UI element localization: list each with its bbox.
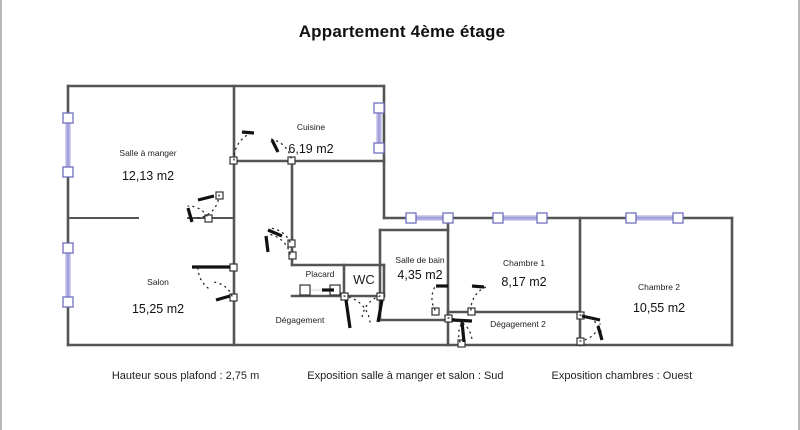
svg-text:Salon: Salon [147,277,169,287]
footer-note-ceiling-height: Hauteur sous plafond : 2,75 m [111,370,260,382]
door-salon-upper [192,263,238,289]
svg-text:Salle à manger: Salle à manger [119,148,176,158]
room-label-salon: Salon 15,25 m2 [132,277,184,316]
svg-text:WC: WC [353,272,375,287]
svg-text:Chambre 1: Chambre 1 [503,258,545,268]
room-label-placard: Placard [306,269,335,279]
page-title: Appartement 4ème étage [298,22,506,41]
room-label-chambre-2: Chambre 2 10,55 m2 [633,282,685,315]
svg-text:4,35 m2: 4,35 m2 [397,268,442,282]
room-label-salle-a-manger: Salle à manger 12,13 m2 [119,148,176,183]
room-label-wc: WC [353,272,375,287]
svg-text:Dégagement 2: Dégagement 2 [490,319,546,329]
plan-footer-notes: Hauteur sous plafond : 2,75 m Exposition… [2,370,800,382]
room-label-degagement-2: Dégagement 2 [490,319,546,329]
window-chambre-2 [625,212,684,224]
door-salle-de-bain-degagement [431,284,448,316]
room-label-salle-de-bain: Salle de bain 4,35 m2 [395,255,444,282]
window-salle-de-bain [405,212,454,224]
door-salon-lower [211,281,238,302]
door-degagement-2-left [444,314,473,341]
door-cuisine [229,130,255,165]
room-label-cuisine: Cuisine 6,19 m2 [288,122,333,156]
window-cuisine [373,102,385,154]
svg-text:6,19 m2: 6,19 m2 [288,142,333,156]
window-salle-a-manger [62,112,74,178]
door-placard [299,284,341,296]
door-cuisine-degagement [270,138,296,165]
door-degagement-2-bottom [457,319,466,348]
svg-text:15,25 m2: 15,25 m2 [132,302,184,316]
svg-text:10,55 m2: 10,55 m2 [633,301,685,315]
door-degagement-salon [264,233,297,260]
door-wc [340,292,371,329]
svg-text:Dégagement: Dégagement [276,315,325,325]
door-salle-de-bain [361,292,385,323]
door-chambre-2-upper [576,311,603,337]
svg-text:12,13 m2: 12,13 m2 [122,169,174,183]
svg-text:Cuisine: Cuisine [297,122,326,132]
room-label-chambre-1: Chambre 1 8,17 m2 [501,258,546,289]
footer-note-exposure-living: Exposition salle à manger et salon : Sud [307,370,504,382]
window-chambre-1 [492,212,548,224]
window-salon [62,242,74,308]
footer-note-exposure-bedrooms: Exposition chambres : Ouest [551,370,693,382]
svg-text:8,17 m2: 8,17 m2 [501,275,546,289]
svg-text:Chambre 2: Chambre 2 [638,282,680,292]
door-degagement-cuisine [267,227,296,248]
room-label-degagement: Dégagement [276,315,325,325]
door-salle-a-manger [197,191,224,219]
door-chambre-1 [467,284,487,316]
svg-text:Placard: Placard [306,269,335,279]
door-salle-a-manger-degagement [186,205,213,223]
svg-text:Salle de bain: Salle de bain [395,255,444,265]
door-chambre-2-lower [576,323,604,346]
